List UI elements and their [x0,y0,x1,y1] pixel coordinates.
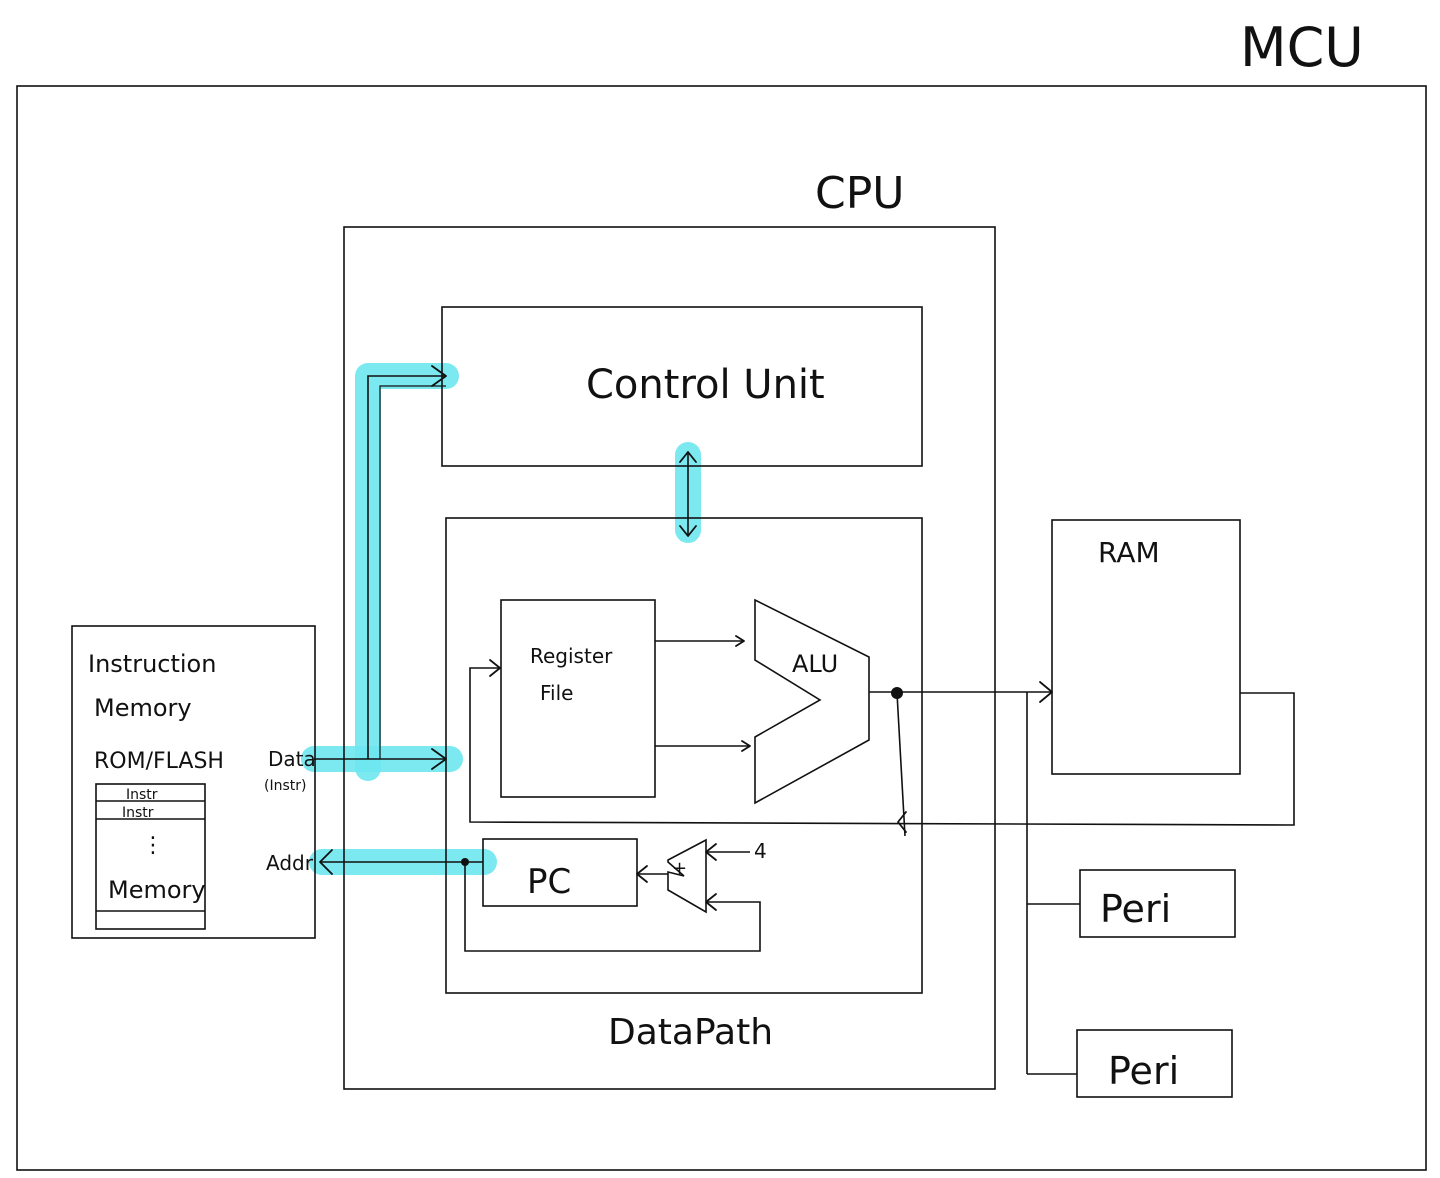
pc-register [482,838,638,907]
adder-const-label: 4 [754,839,767,863]
peripheral-1-label: Peri [1100,887,1171,931]
imem-label-3: ROM/FLASH [94,749,224,774]
register-file-label-2: File [540,681,573,705]
control-unit-label: Control Unit [586,362,825,408]
imem-row-last: Memory [108,876,206,904]
port-addr-label: Addr [266,851,314,875]
pc-adder [667,838,707,914]
imem-row-1: Instr [126,787,158,803]
pc-label: PC [527,862,571,902]
adder-plus-label: + [672,858,687,879]
imem-row-2: Instr [122,805,154,821]
datapath-label: DataPath [608,1012,773,1053]
peripheral-2-block [1076,1029,1233,1098]
alu-output-wires [469,659,1295,837]
datapath-block [445,517,923,994]
alu-label: ALU [792,650,838,678]
ram-block [1051,519,1241,775]
imem-label-1: Instruction [88,650,216,678]
instruction-memory-block [71,625,316,939]
register-file-label-1: Register [530,644,613,668]
port-data-sub-label: (Instr) [264,778,306,794]
mcu-boundary [16,85,1427,1171]
peripheral-1-block [1079,869,1236,938]
cpu-boundary [343,226,996,1090]
port-data-label: Data [268,747,316,771]
register-file-block [500,599,656,798]
imem-dots: ⋮ [142,833,164,858]
imem-array [95,783,206,930]
cpu-title: CPU [815,168,904,219]
pc-adder-wires [319,843,761,952]
control-datapath-arrow [679,451,697,537]
peripheral-bus [1026,692,1080,1075]
regfile-to-alu-wires [655,635,751,752]
ram-label: RAM [1098,536,1160,569]
peripheral-2-label: Peri [1108,1049,1179,1093]
mcu-title: MCU [1240,16,1364,79]
alu-block [754,598,870,805]
instruction-data-bus [314,365,447,770]
imem-label-2: Memory [94,694,192,722]
